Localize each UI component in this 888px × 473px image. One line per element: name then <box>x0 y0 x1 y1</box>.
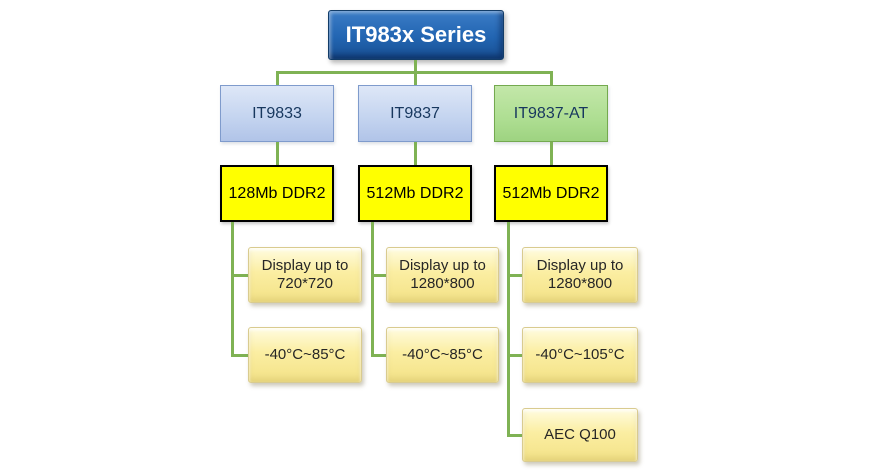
feature-rail-1 <box>231 222 234 357</box>
memory-node-3: 512Mb DDR2 <box>494 165 608 222</box>
memory-node-1: 128Mb DDR2 <box>220 165 334 222</box>
feature-elbow-3-3 <box>507 434 522 437</box>
feature-elbow-1-1 <box>231 274 248 277</box>
root-node: IT983x Series <box>328 10 504 60</box>
connector-branch2-memory <box>414 142 417 165</box>
feature-node-aec-q100: AEC Q100 <box>522 408 638 462</box>
feature-elbow-2-1 <box>371 274 386 277</box>
feature-rail-2 <box>371 222 374 357</box>
feature-node-temp-3: -40°C~105°C <box>522 327 638 383</box>
branch-node-it9837: IT9837 <box>358 85 472 142</box>
feature-node-display-1: Display up to 720*720 <box>248 247 362 303</box>
feature-elbow-3-2 <box>507 354 522 357</box>
feature-elbow-1-2 <box>231 354 248 357</box>
feature-elbow-3-1 <box>507 274 522 277</box>
connector-branch1-memory <box>276 142 279 165</box>
connector-bus-left-stub <box>276 71 279 85</box>
memory-node-2: 512Mb DDR2 <box>358 165 472 222</box>
feature-node-temp-2: -40°C~85°C <box>386 327 499 383</box>
feature-node-temp-1: -40°C~85°C <box>248 327 362 383</box>
branch-node-it9837-at: IT9837-AT <box>494 85 608 142</box>
feature-rail-3 <box>507 222 510 437</box>
feature-elbow-2-2 <box>371 354 386 357</box>
branch-node-it9833: IT9833 <box>220 85 334 142</box>
feature-node-display-3: Display up to 1280*800 <box>522 247 638 303</box>
connector-branch3-memory <box>550 142 553 165</box>
connector-branch-bus <box>276 71 553 74</box>
connector-bus-right-stub <box>550 71 553 85</box>
feature-node-display-2: Display up to 1280*800 <box>386 247 499 303</box>
